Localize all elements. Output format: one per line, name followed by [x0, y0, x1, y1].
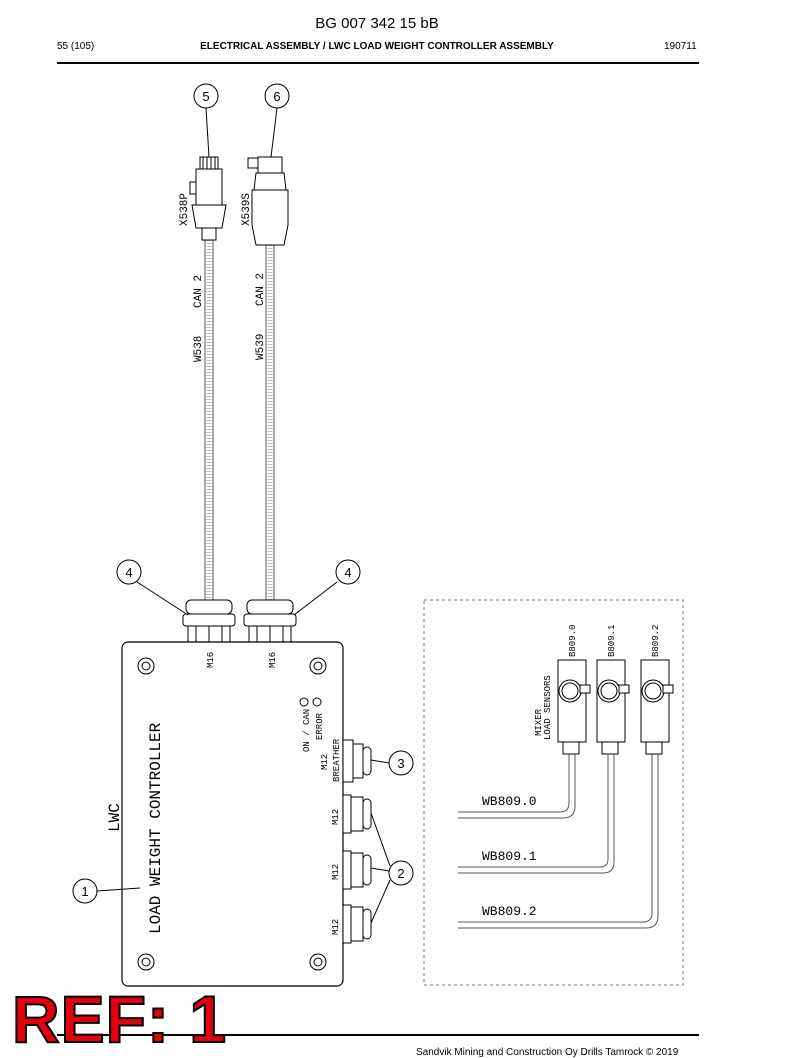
side-gland-label-3: M12 [331, 919, 341, 935]
controller-short-label: LWC [106, 803, 124, 832]
breather-label: BREATHER [332, 738, 342, 782]
callout-6: 6 [273, 89, 280, 104]
cable-w539-bus: CAN 2 [255, 273, 267, 306]
sensor-id-1: B809.1 [607, 625, 617, 657]
sensor-wires [458, 754, 659, 929]
cable-w538 [204, 240, 214, 600]
callout-3: 3 [397, 756, 404, 771]
side-glands [342, 794, 372, 944]
callout-2: 2 [397, 866, 404, 881]
sensor-area [423, 599, 684, 986]
sensor-group-label-1: MIXER [534, 708, 544, 736]
cable-gland-left [182, 599, 236, 643]
footer-rule [57, 1034, 699, 1036]
load-sensors [557, 659, 674, 755]
sensor-wire-label-0: WB809.0 [482, 794, 537, 809]
header-rule [57, 62, 699, 64]
sensor-wire-label-2: WB809.2 [482, 904, 537, 919]
page-title: ELECTRICAL ASSEMBLY / LWC LOAD WEIGHT CO… [200, 41, 554, 52]
gland-top-left-label: M16 [206, 652, 216, 668]
document-date: 190711 [664, 41, 697, 52]
callouts [72, 83, 414, 904]
cable-w538-bus: CAN 2 [193, 275, 205, 308]
breather-size-label: M12 [320, 754, 330, 770]
connector-x539s [247, 156, 289, 246]
callout-5: 5 [202, 89, 209, 104]
led-on-can-icon [299, 697, 309, 707]
callout-4-left: 4 [125, 565, 132, 580]
sensor-group-label-2: LOAD SENSORS [543, 675, 553, 740]
led-error-label: ERROR [315, 712, 325, 740]
gland-top-right-label: M16 [268, 652, 278, 668]
callout-4-right: 4 [344, 565, 351, 580]
breather-gland [342, 739, 372, 783]
sensor-id-0: B809.0 [568, 625, 578, 657]
led-on-can-label: ON / CAN [302, 709, 312, 752]
side-gland-label-2: M12 [331, 864, 341, 880]
callout-1: 1 [81, 884, 88, 899]
controller-name-label: LOAD WEIGHT CONTROLLER [147, 722, 165, 934]
side-gland-label-1: M12 [331, 809, 341, 825]
connector-x538p [189, 156, 227, 241]
connector-x539s-label: X539S [241, 193, 253, 226]
led-error-icon [312, 697, 322, 707]
cable-gland-right [243, 599, 297, 643]
cable-w538-id: W538 [193, 336, 205, 362]
document-id: BG 007 342 15 bB [315, 15, 439, 32]
cable-w539-id: W539 [255, 334, 267, 360]
page-number: 55 (105) [57, 41, 95, 52]
cable-w539 [265, 245, 275, 600]
ref-stamp: REF: 1 [11, 982, 228, 1056]
sensor-id-2: B809.2 [651, 625, 661, 657]
connector-x538p-label: X538P [179, 193, 191, 226]
sensor-wire-label-1: WB809.1 [482, 849, 537, 864]
screw-icon [137, 657, 327, 971]
